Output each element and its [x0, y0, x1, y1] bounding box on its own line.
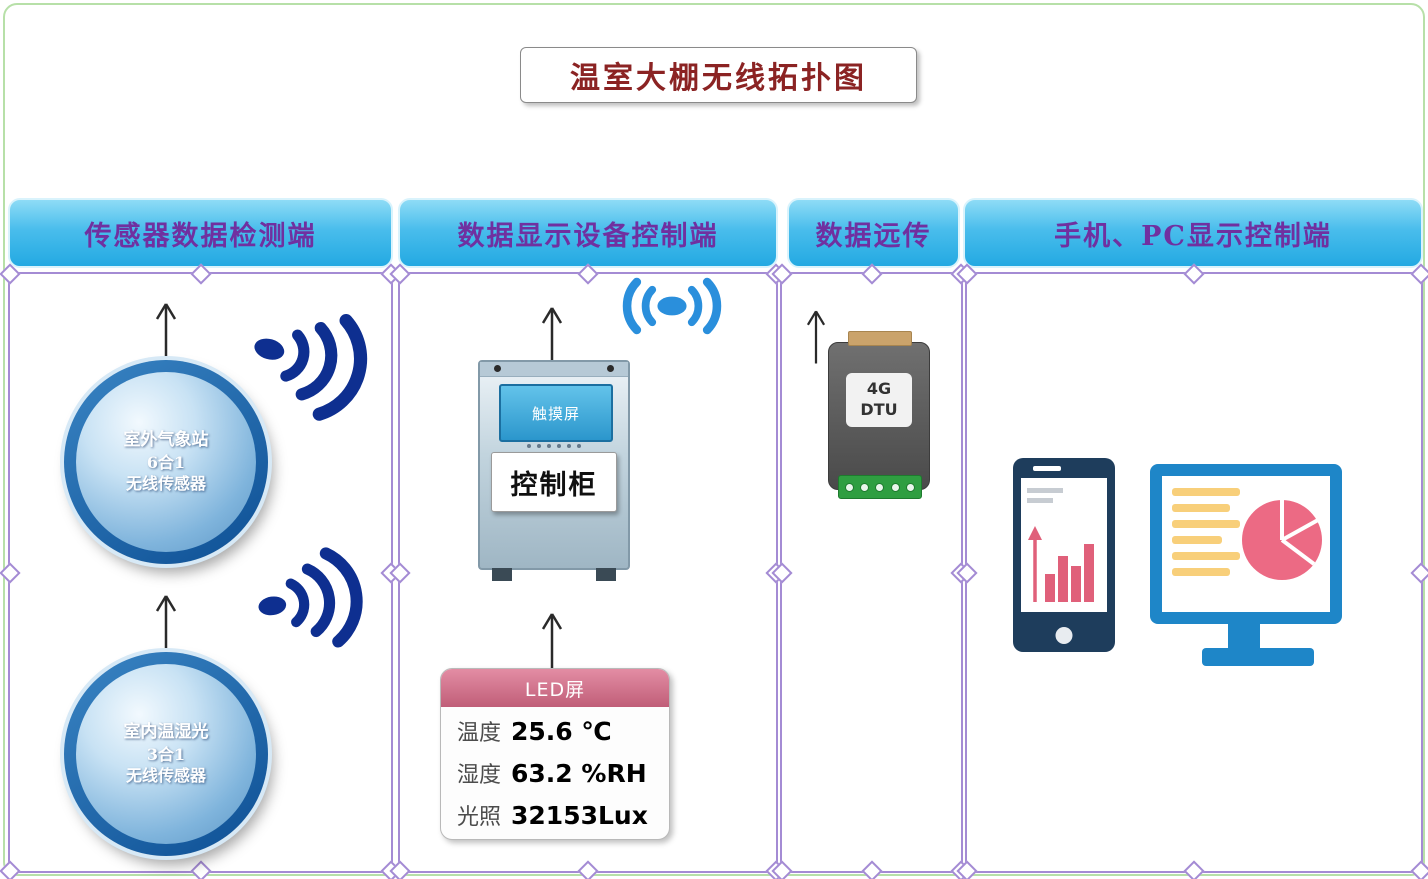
frame-ornament-diamond — [1183, 860, 1205, 879]
column-header-remote-transmission: 数据远传 — [787, 198, 960, 268]
phone-bar-chart — [1027, 488, 1094, 602]
pc-monitor — [1150, 464, 1342, 624]
cabinet-top-panel — [480, 362, 628, 377]
phone-home-button — [1055, 627, 1073, 644]
led-screen-body: 温度 25.6 ℃ 湿度 63.2 %RH 光照 32153Lux — [441, 707, 669, 837]
led-row-label: 光照 — [457, 805, 502, 830]
sensor-name: 室内温湿光 — [123, 721, 209, 742]
dtu-serial-connector — [848, 331, 912, 346]
vent-dot — [527, 444, 531, 448]
terminal-pin — [860, 482, 870, 492]
column-header-display-control: 数据显示设备控制端 — [398, 198, 778, 268]
antenna-icon — [541, 612, 563, 672]
column-header-label: 传感器数据检测端 — [84, 220, 317, 252]
sensor-node-face: 室外气象站 6合1 无线传感器 — [76, 372, 256, 552]
sensor-name: 室外气象站 — [123, 429, 209, 450]
led-row-illuminance: 光照 32153Lux — [457, 795, 669, 837]
dtu-4g-device: 4G DTU — [828, 331, 930, 499]
column-header-label: 数据远传 — [815, 220, 932, 252]
column-header-phone-pc: 手机、PC显示控制端 — [963, 198, 1423, 268]
led-row-temperature: 温度 25.6 ℃ — [457, 711, 669, 753]
vent-dot — [537, 444, 541, 448]
phone-screen — [1021, 478, 1107, 612]
bolt-icon — [494, 365, 501, 372]
column-header-label: 手机、PC显示控制端 — [1054, 220, 1332, 252]
frame-ornament-diamond — [1410, 561, 1428, 584]
frame-ornament-diamond — [1410, 860, 1428, 879]
sensor-node-outdoor: 室外气象站 6合1 无线传感器 — [64, 360, 268, 564]
cabinet-foot — [492, 568, 512, 581]
bolt-icon — [607, 365, 614, 372]
sensor-kind: 无线传感器 — [125, 766, 206, 786]
text-line — [1172, 504, 1230, 512]
antenna-icon — [155, 594, 177, 654]
frame-ornament-diamond — [860, 860, 883, 879]
antenna-icon — [541, 306, 563, 366]
cabinet-vents — [480, 444, 628, 448]
wifi-signal-icon — [598, 276, 746, 336]
led-row-value: 25.6 ℃ — [511, 717, 612, 746]
led-row-humidity: 湿度 63.2 %RH — [457, 753, 669, 795]
diagram-title-box: 温室大棚无线拓扑图 — [520, 47, 917, 103]
led-row-label: 湿度 — [457, 763, 502, 788]
frame-ornament-diamond — [0, 860, 21, 879]
wireless-signal-icon — [240, 538, 403, 660]
vent-dot — [557, 444, 561, 448]
touch-screen: 触摸屏 — [499, 384, 613, 442]
led-row-value: 32153Lux — [511, 801, 648, 830]
frame-ornament-diamond — [189, 860, 212, 879]
sensor-node-indoor: 室内温湿光 3合1 无线传感器 — [64, 652, 268, 856]
vent-dot — [547, 444, 551, 448]
terminal-pin — [890, 482, 900, 492]
terminal-pin — [875, 482, 885, 492]
text-line — [1172, 552, 1240, 560]
terminal-pin — [905, 482, 915, 492]
antenna-icon — [155, 302, 177, 362]
led-row-label: 温度 — [457, 721, 502, 746]
monitor-stand-base — [1202, 648, 1314, 666]
phone-speaker — [1033, 466, 1061, 471]
led-screen-title: LED屏 — [524, 678, 586, 701]
sensor-type: 6合1 — [146, 452, 186, 472]
text-line — [1172, 488, 1240, 496]
frame-ornament-diamond — [0, 561, 21, 584]
vent-dot — [577, 444, 581, 448]
frame-ornament-diamond — [577, 860, 599, 879]
monitor-text-lines — [1172, 488, 1240, 584]
sensor-kind: 无线传感器 — [125, 474, 206, 494]
text-line — [1172, 568, 1230, 576]
dtu-terminal-block — [838, 475, 922, 499]
dtu-label-4g: 4G — [866, 379, 892, 399]
touch-screen-label: 触摸屏 — [531, 404, 580, 423]
frame-client-column — [956, 263, 1428, 879]
pie-chart — [1242, 500, 1322, 580]
text-line — [1172, 536, 1222, 544]
terminal-pin — [845, 482, 855, 492]
cabinet-foot — [596, 568, 616, 581]
led-row-value: 63.2 %RH — [511, 759, 647, 788]
column-header-sensor: 传感器数据检测端 — [8, 198, 393, 268]
cabinet-label-plate: 控制柜 — [491, 452, 617, 512]
monitor-screen — [1162, 476, 1330, 612]
dtu-label-dtu: DTU — [860, 400, 898, 419]
sensor-node-face: 室内温湿光 3合1 无线传感器 — [76, 664, 256, 844]
cabinet-label: 控制柜 — [510, 469, 598, 501]
sensor-type: 3合1 — [146, 744, 186, 764]
led-screen-panel: LED屏 温度 25.6 ℃ 湿度 63.2 %RH 光照 32153Lux — [440, 668, 670, 840]
diagram-title: 温室大棚无线拓扑图 — [570, 61, 867, 96]
monitor-stand-neck — [1228, 624, 1260, 648]
column-header-label: 数据显示设备控制端 — [457, 220, 719, 252]
dtu-label-plate: 4G DTU — [846, 373, 912, 427]
vent-dot — [567, 444, 571, 448]
smartphone — [1013, 458, 1115, 652]
text-line — [1172, 520, 1240, 528]
led-screen-header: LED屏 — [441, 669, 669, 707]
control-cabinet: 触摸屏 控制柜 — [478, 360, 630, 581]
